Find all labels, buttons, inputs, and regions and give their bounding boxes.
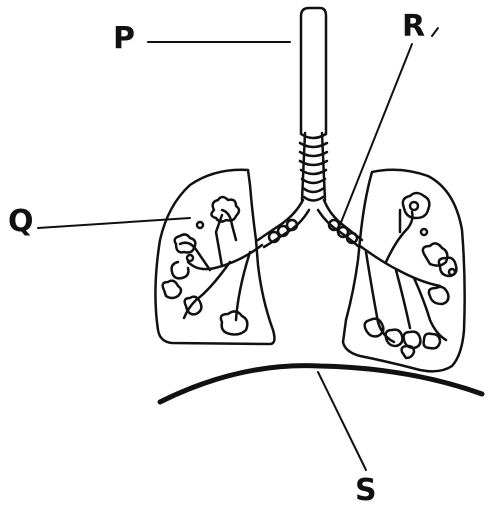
label-p: P	[113, 24, 135, 54]
right-lung	[343, 170, 465, 372]
leader-lines	[38, 42, 412, 470]
label-r: R	[402, 12, 425, 42]
r-label-mark	[432, 28, 438, 36]
leader-line-s	[318, 372, 366, 470]
label-q: Q	[8, 207, 34, 237]
trachea	[300, 8, 327, 201]
leader-line-q	[38, 218, 190, 228]
left-lung	[155, 170, 274, 344]
leader-line-r	[340, 44, 412, 225]
label-s: S	[355, 476, 377, 506]
